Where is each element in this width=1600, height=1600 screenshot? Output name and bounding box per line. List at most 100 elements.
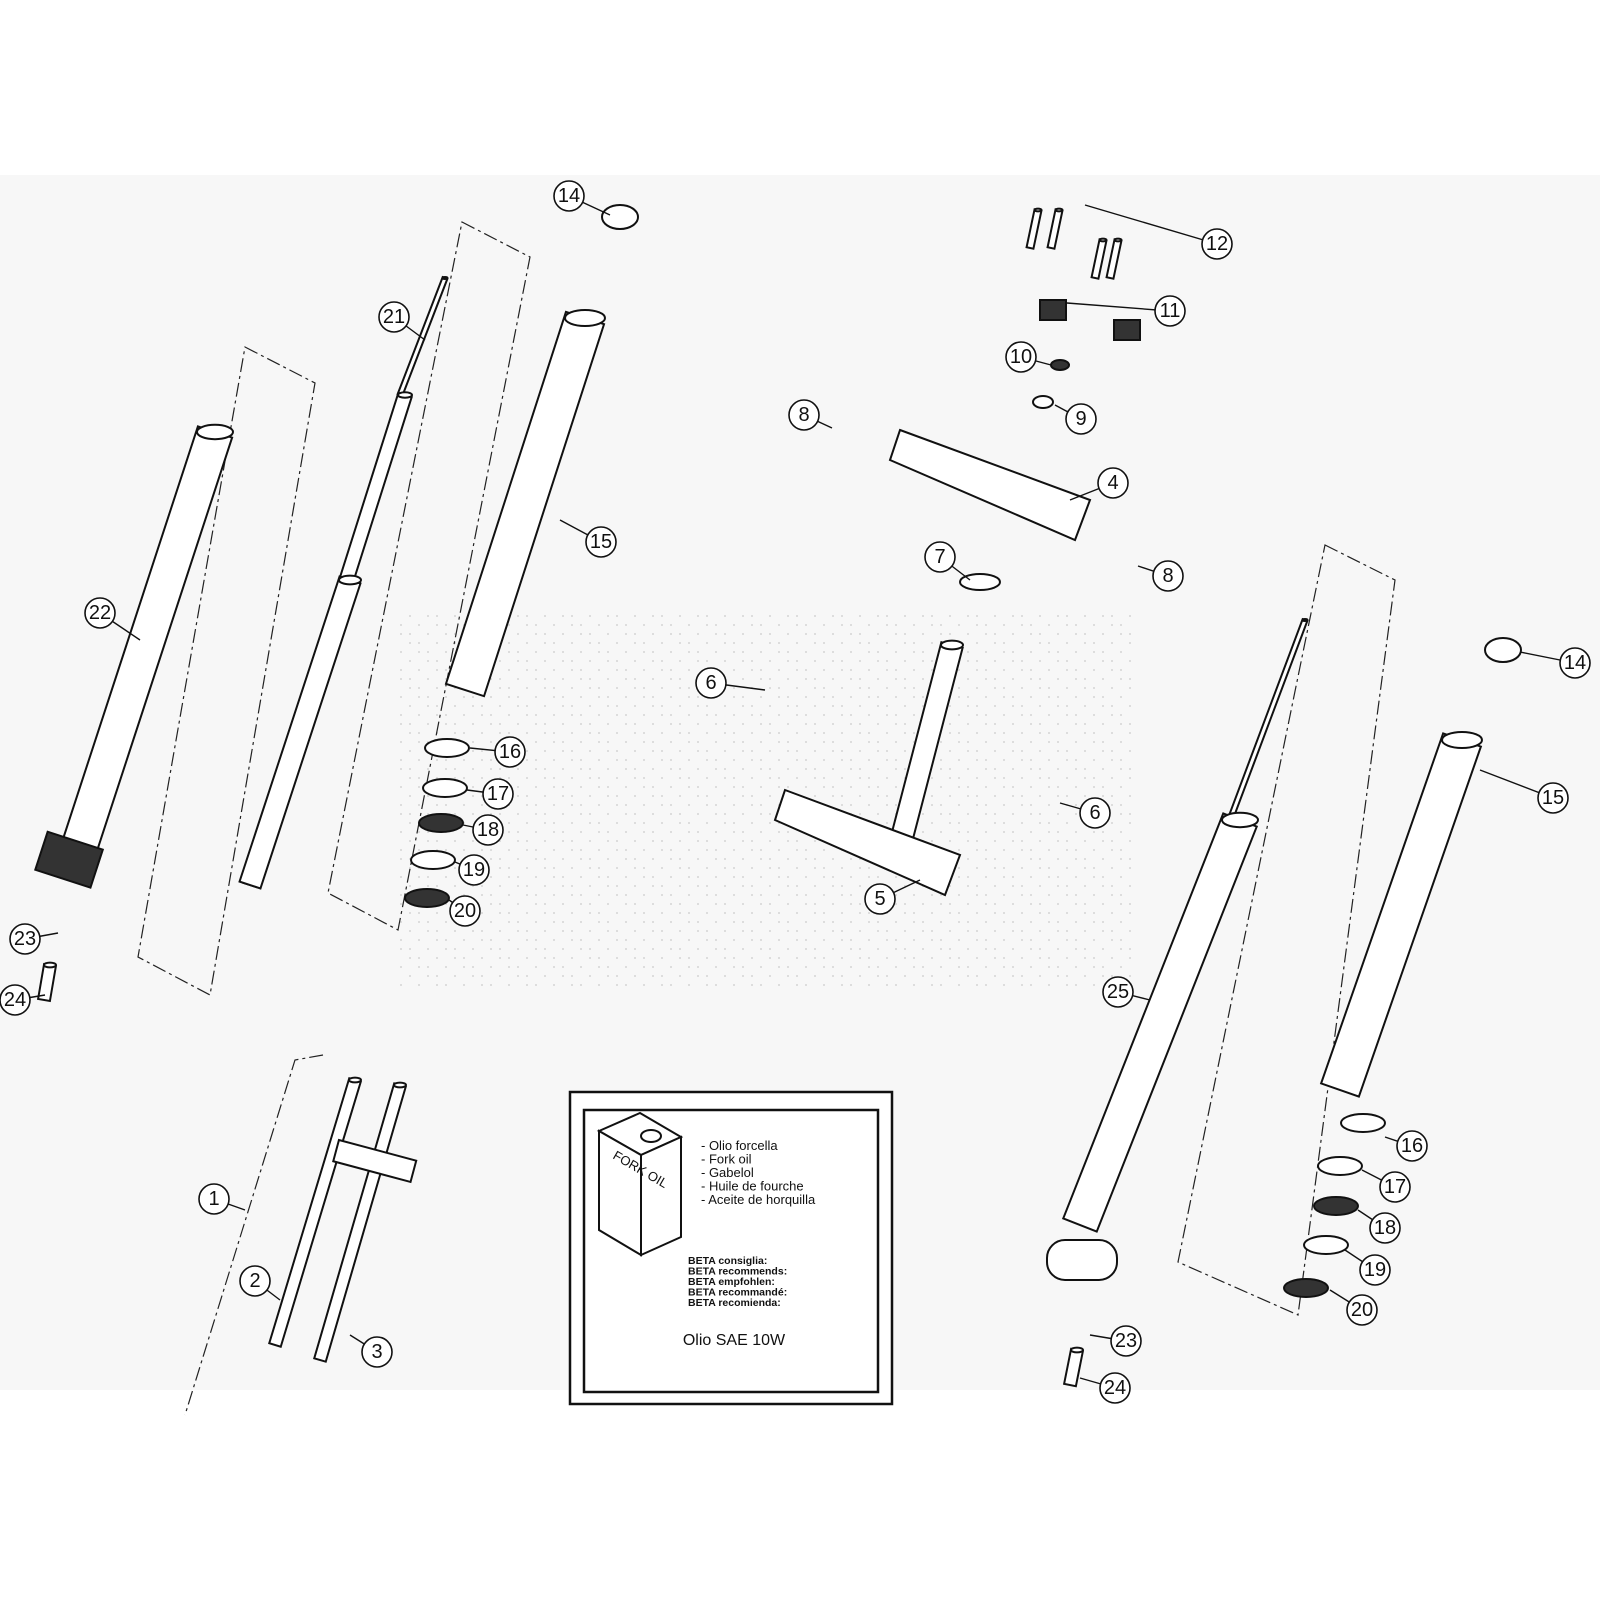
callout-number: 6 bbox=[705, 672, 716, 694]
callout-number: 14 bbox=[558, 185, 580, 207]
callout-number: 2 bbox=[249, 1270, 260, 1292]
dust-seal-18-right bbox=[1313, 1196, 1359, 1216]
callout-circle bbox=[1099, 1372, 1131, 1404]
oil-info-box: FORK OIL - Olio forcella- Fork oil- Gabe… bbox=[568, 1090, 894, 1406]
oil-name-line: - Olio forcella bbox=[701, 1138, 778, 1153]
callout-number: 16 bbox=[499, 741, 521, 763]
callout-18[interactable]: 18 bbox=[1357, 1209, 1401, 1244]
callout-number: 19 bbox=[1364, 1259, 1386, 1281]
callout-14[interactable]: 14 bbox=[553, 180, 611, 216]
callout-25[interactable]: 25 bbox=[1102, 976, 1151, 1008]
callout-number: 21 bbox=[383, 306, 405, 328]
callout-1[interactable]: 1 bbox=[198, 1183, 246, 1215]
callout-22[interactable]: 22 bbox=[84, 597, 141, 641]
callout-18[interactable]: 18 bbox=[462, 814, 504, 846]
callout-23[interactable]: 23 bbox=[1089, 1325, 1142, 1357]
callout-circle bbox=[924, 541, 956, 573]
callout-circle bbox=[1152, 560, 1184, 592]
callout-circle bbox=[1379, 1171, 1411, 1203]
callout-number: 18 bbox=[477, 819, 499, 841]
bolt-12-end bbox=[1054, 207, 1064, 213]
ring-17-right bbox=[1317, 1156, 1363, 1176]
callout-number: 6 bbox=[1089, 802, 1100, 824]
callout-circle bbox=[472, 814, 504, 846]
clamp-11 bbox=[1113, 319, 1141, 341]
callout-17[interactable]: 17 bbox=[1361, 1169, 1411, 1203]
fork-cap-14 bbox=[601, 204, 639, 230]
callout-3[interactable]: 3 bbox=[349, 1334, 393, 1368]
callout-circle bbox=[482, 778, 514, 810]
callout-number: 15 bbox=[1542, 787, 1564, 809]
callout-circle bbox=[1102, 976, 1134, 1008]
callout-circle bbox=[1097, 467, 1129, 499]
callout-6[interactable]: 6 bbox=[695, 667, 766, 699]
callout-number: 8 bbox=[1162, 565, 1173, 587]
callout-20[interactable]: 20 bbox=[448, 895, 481, 927]
callout-circle bbox=[1201, 228, 1233, 260]
callout-11[interactable]: 11 bbox=[1066, 295, 1186, 327]
callout-21[interactable]: 21 bbox=[378, 301, 426, 341]
callout-circle bbox=[585, 526, 617, 558]
lower-triple-clamp-5 bbox=[773, 788, 962, 897]
callout-8[interactable]: 8 bbox=[1137, 560, 1184, 592]
assembly-frame-22 bbox=[137, 346, 316, 996]
outer-tube-22-end bbox=[196, 423, 234, 441]
callout-number: 10 bbox=[1010, 346, 1032, 368]
callout-20[interactable]: 20 bbox=[1329, 1289, 1378, 1326]
callout-24[interactable]: 24 bbox=[0, 984, 46, 1016]
callout-10[interactable]: 10 bbox=[1005, 341, 1052, 373]
clamp-11 bbox=[1039, 299, 1067, 321]
callout-12[interactable]: 12 bbox=[1084, 204, 1233, 260]
callout-24[interactable]: 24 bbox=[1079, 1372, 1131, 1404]
callout-4[interactable]: 4 bbox=[1069, 467, 1129, 501]
callout-9[interactable]: 9 bbox=[1054, 403, 1097, 435]
callout-19[interactable]: 19 bbox=[454, 854, 490, 886]
callout-16[interactable]: 16 bbox=[1384, 1130, 1428, 1162]
callout-number: 22 bbox=[89, 602, 111, 624]
callout-circle bbox=[84, 597, 116, 629]
callout-circle bbox=[695, 667, 727, 699]
bolt-12-end bbox=[1033, 207, 1043, 213]
assembly-frame-21 bbox=[327, 221, 531, 931]
callout-14[interactable]: 14 bbox=[1519, 647, 1591, 679]
oil-can-icon: FORK OIL bbox=[596, 1111, 684, 1257]
axle-clamp-22 bbox=[34, 830, 105, 889]
callout-circle bbox=[9, 923, 41, 955]
assembly-frame-25 bbox=[1177, 544, 1396, 1316]
callout-15[interactable]: 15 bbox=[1479, 769, 1569, 814]
callout-23[interactable]: 23 bbox=[9, 923, 59, 955]
dust-seal-18 bbox=[418, 813, 464, 833]
callout-number: 14 bbox=[1564, 652, 1586, 674]
callout-15[interactable]: 15 bbox=[559, 519, 617, 558]
callout-number: 5 bbox=[874, 888, 885, 910]
callout-number: 15 bbox=[590, 531, 612, 553]
cartridge-body-21-end bbox=[338, 574, 362, 586]
oil-name-line: - Fork oil bbox=[701, 1152, 752, 1167]
recommend-line: BETA recomienda: bbox=[688, 1297, 781, 1309]
callout-19[interactable]: 19 bbox=[1344, 1249, 1391, 1286]
callout-circle bbox=[864, 883, 896, 915]
fork-leg-3-end bbox=[393, 1081, 407, 1089]
oil-spec: Olio SAE 10W bbox=[683, 1332, 786, 1349]
steering-stem-end bbox=[940, 639, 964, 651]
washer-9 bbox=[1032, 395, 1054, 409]
recommend-line: BETA recommends: bbox=[688, 1266, 787, 1278]
callout-17[interactable]: 17 bbox=[466, 778, 514, 810]
callout-5[interactable]: 5 bbox=[864, 879, 921, 915]
callout-6[interactable]: 6 bbox=[1059, 797, 1111, 829]
callout-2[interactable]: 2 bbox=[239, 1265, 281, 1301]
seal-16-right bbox=[1340, 1113, 1386, 1133]
callout-16[interactable]: 16 bbox=[469, 736, 526, 768]
callout-number: 4 bbox=[1107, 472, 1118, 494]
callout-7[interactable]: 7 bbox=[924, 541, 971, 581]
recommend-line: BETA empfohlen: bbox=[688, 1276, 775, 1288]
callout-circle bbox=[378, 301, 410, 333]
callout-circle bbox=[1079, 797, 1111, 829]
callout-circle bbox=[553, 180, 585, 212]
ring-17 bbox=[422, 778, 468, 798]
callout-8[interactable]: 8 bbox=[788, 399, 833, 431]
callout-number: 8 bbox=[798, 404, 809, 426]
callout-number: 23 bbox=[14, 928, 36, 950]
callout-number: 9 bbox=[1075, 408, 1086, 430]
callout-number: 17 bbox=[487, 783, 509, 805]
